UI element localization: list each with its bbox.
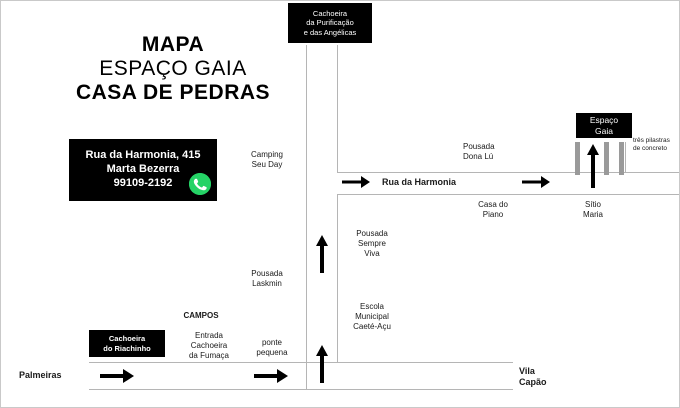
label-palmeiras: Palmeiras xyxy=(19,370,62,380)
whatsapp-icon xyxy=(189,173,211,195)
contact-phone: 99109-2192 xyxy=(113,176,173,189)
landmark-cachoeira-do-riachinho: Cachoeira do Riachinho xyxy=(89,330,165,357)
label-escola-municipal: Escola Municipal Caeté-Açu xyxy=(341,302,403,332)
pousada-sempre-viva-line-3: Viva xyxy=(364,249,380,258)
road-harmonia-top-edge xyxy=(337,172,679,173)
cachoeira-purificacao-line-1: Cachoeira xyxy=(312,8,348,18)
casa-do-piano-line-1: Casa do xyxy=(478,200,508,209)
title-line-2: ESPAÇO GAIA xyxy=(99,57,247,81)
arrow-north-lower-icon xyxy=(315,345,329,383)
contact-address: Rua da Harmonia, 415 xyxy=(85,149,201,162)
pillar-3-icon xyxy=(619,142,624,175)
arrow-east-harmonia-right-icon xyxy=(522,175,550,189)
cachoeira-riachinho-line-1: Cachoeira xyxy=(108,334,146,344)
cachoeira-purificacao-line-3: e das Angélicas xyxy=(303,27,357,37)
road-north-left-edge xyxy=(306,45,307,389)
road-north-right-edge xyxy=(337,45,338,173)
label-ponte-pequena: ponte pequena xyxy=(244,338,300,358)
pousada-sempre-viva-line-2: Sempre xyxy=(357,239,386,248)
road-bottom-bottom-edge xyxy=(89,389,513,390)
arrow-north-espaco-gaia-icon xyxy=(586,144,600,188)
arrow-north-upper-icon xyxy=(315,235,329,273)
arrow-east-bottom-right-icon xyxy=(254,368,288,384)
title-line-3: CASA DE PEDRAS xyxy=(75,81,271,105)
label-pousada-dona-lu: Pousada Dona Lú xyxy=(463,142,533,162)
vila-capao-line-2: Capão xyxy=(519,377,547,388)
ponte-pequena-line-1: ponte xyxy=(261,338,283,347)
casa-do-piano-line-2: Piano xyxy=(482,210,504,219)
arrow-east-harmonia-left-icon xyxy=(342,175,370,189)
label-pousada-laskmin: Pousada Laskmin xyxy=(232,269,302,289)
pousada-dona-lu-line-2: Dona Lú xyxy=(463,152,494,161)
tres-pilastras-line-2: de concreto xyxy=(633,145,667,153)
vila-capao-line-1: Vila xyxy=(519,366,535,376)
cachoeira-purificacao-line-2: da Purificação xyxy=(306,18,354,28)
entrada-fumaca-line-2: Cachoeira xyxy=(190,341,228,350)
road-espaco-gaia-right-edge xyxy=(625,142,626,173)
label-tres-pilastras: três pilastras de concreto xyxy=(633,137,679,153)
escola-municipal-line-1: Escola xyxy=(359,302,384,311)
sitio-maria-line-1: Sítio xyxy=(584,200,601,209)
pillar-2-icon xyxy=(604,142,609,175)
cachoeira-riachinho-line-2: do Riachinho xyxy=(103,343,151,353)
landmark-cachoeira-da-purificacao: Cachoeira da Purificação e das Angélicas xyxy=(288,3,372,43)
pousada-dona-lu-line-1: Pousada xyxy=(463,142,495,151)
contact-name: Marta Bezerra xyxy=(106,163,180,176)
label-campos: CAMPOS xyxy=(183,311,219,320)
road-harmonia-bottom-edge xyxy=(337,194,679,195)
landmark-espaco-gaia: Espaço Gaia xyxy=(576,113,632,138)
arrow-east-bottom-left-icon xyxy=(100,368,134,384)
espaco-gaia-line-1: Espaço xyxy=(589,114,619,125)
road-bottom-top-edge xyxy=(89,362,513,363)
pousada-laskmin-line-1: Pousada xyxy=(251,269,283,278)
label-pousada-sempre-viva: Pousada Sempre Viva xyxy=(341,229,403,259)
entrada-fumaca-line-3: da Fumaça xyxy=(188,351,230,360)
escola-municipal-line-2: Municipal xyxy=(355,312,389,321)
road-mid-right-edge xyxy=(337,194,338,362)
label-camping-seu-day: Camping Seu Day xyxy=(232,150,302,170)
label-sitio-maria: Sítio Maria xyxy=(565,200,621,220)
sitio-maria-line-2: Maria xyxy=(582,210,603,219)
espaco-gaia-line-2: Gaia xyxy=(595,125,613,136)
label-vila-capao: Vila Capão xyxy=(519,366,579,389)
tres-pilastras-line-1: três pilastras xyxy=(633,137,670,144)
pousada-laskmin-line-2: Laskmin xyxy=(252,279,282,288)
camping-seu-day-line-2: Seu Day xyxy=(251,160,283,169)
contact-info-box: Rua da Harmonia, 415 Marta Bezerra 99109… xyxy=(69,139,217,201)
page-title: MAPA ESPAÇO GAIA CASA DE PEDRAS xyxy=(53,33,293,105)
pillar-1-icon xyxy=(575,142,580,175)
escola-municipal-line-3: Caeté-Açu xyxy=(353,322,391,331)
label-entrada-cachoeira-da-fumaca: Entrada Cachoeira da Fumaça xyxy=(174,331,244,361)
label-casa-do-piano: Casa do Piano xyxy=(463,200,523,220)
label-rua-da-harmonia: Rua da Harmonia xyxy=(382,177,457,187)
entrada-fumaca-line-1: Entrada xyxy=(194,331,224,340)
title-line-1: MAPA xyxy=(141,33,205,56)
ponte-pequena-line-2: pequena xyxy=(256,348,288,357)
camping-seu-day-line-1: Camping xyxy=(250,150,283,159)
pousada-sempre-viva-line-1: Pousada xyxy=(356,229,388,238)
